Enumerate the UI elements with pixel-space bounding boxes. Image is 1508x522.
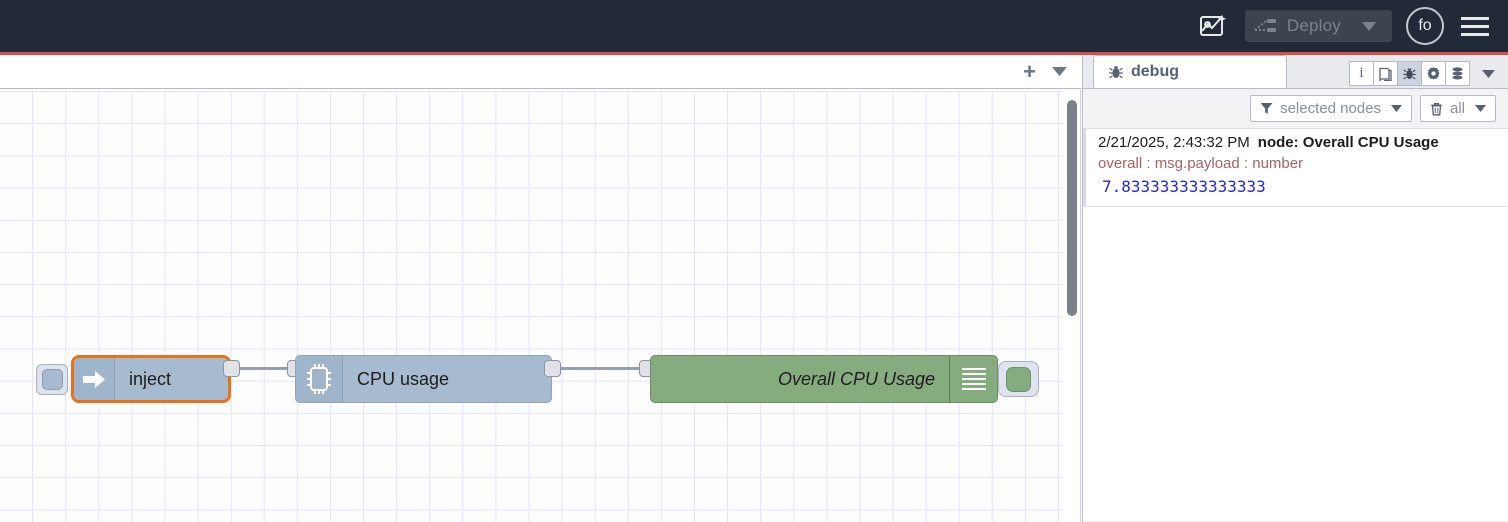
clear-all-filter-caret-icon[interactable]	[1475, 105, 1486, 112]
info-icon[interactable]: i	[1349, 61, 1374, 86]
funnel-icon	[1260, 102, 1273, 115]
book-icon[interactable]	[1373, 61, 1398, 86]
node-cpu-usage-label: CPU usage	[357, 368, 450, 389]
debug-message-timestamp: 2/21/2025, 2:43:32 PM	[1098, 134, 1250, 151]
debug-message-list[interactable]: 2/21/2025, 2:43:32 PM node: Overall CPU U…	[1083, 129, 1508, 521]
clear-all-filter[interactable]: all	[1419, 95, 1496, 122]
flow-list-caret-icon[interactable]	[1052, 67, 1067, 76]
deploy-label: Deploy	[1286, 16, 1341, 35]
debug-message-header: 2/21/2025, 2:43:32 PM node: Overall CPU U…	[1098, 133, 1500, 154]
debug-message[interactable]: 2/21/2025, 2:43:32 PM node: Overall CPU U…	[1083, 129, 1508, 208]
header-accent-bar	[0, 52, 1508, 55]
deploy-button[interactable]: Deploy	[1244, 10, 1392, 42]
port-cpu-output[interactable]	[544, 360, 561, 377]
sidebar-tools-caret-icon[interactable]	[1476, 61, 1500, 86]
node-overall-cpu-usage[interactable]: Overall CPU Usage	[650, 355, 998, 403]
node-inject[interactable]: inject	[71, 355, 231, 403]
trash-icon	[1430, 102, 1443, 116]
node-overall-cpu-usage-label: Overall CPU Usage	[777, 368, 935, 389]
tab-debug[interactable]: debug	[1093, 55, 1287, 88]
node-cpu-usage[interactable]: CPU usage	[295, 355, 552, 403]
debug-node-toggle-button[interactable]	[998, 361, 1039, 397]
flow-tabbar: +	[0, 55, 1081, 89]
sidebar-tool-buttons: i	[1349, 61, 1508, 88]
selected-nodes-filter[interactable]: selected nodes	[1250, 95, 1412, 122]
deploy-icon	[1253, 18, 1279, 34]
database-icon[interactable]	[1445, 61, 1470, 86]
app-header: Deploy fo	[0, 0, 1508, 52]
wire-cpu-to-debug	[561, 367, 650, 370]
deploy-dropdown-caret-icon[interactable]	[1357, 21, 1388, 31]
wire-inject-to-cpu	[240, 367, 296, 370]
debug-message-node: node: Overall CPU Usage	[1257, 134, 1439, 151]
hamburger-menu-icon[interactable]	[1458, 11, 1492, 41]
bug-icon[interactable]	[1397, 61, 1422, 86]
sidebar-tabrow: debug i	[1083, 55, 1508, 89]
canvas-scrollbar[interactable]	[1063, 90, 1081, 522]
clear-all-filter-label: all	[1449, 100, 1465, 117]
right-sidebar: debug i	[1082, 55, 1508, 522]
tab-debug-label: debug	[1131, 62, 1179, 80]
port-inject-output[interactable]	[223, 360, 240, 377]
debug-message-value: 7.833333333333333	[1102, 177, 1266, 197]
debug-toggle-square-icon	[1006, 366, 1031, 392]
inject-trigger-square-icon	[41, 369, 63, 390]
gear-icon[interactable]	[1421, 61, 1446, 86]
flow-sparkle-icon[interactable]	[1195, 9, 1231, 43]
add-flow-button[interactable]: +	[1023, 58, 1036, 84]
debug-lines-icon	[949, 356, 997, 402]
node-inject-label: inject	[129, 368, 172, 389]
flow-canvas[interactable]: inject CPU us	[0, 90, 1064, 522]
chip-icon	[296, 356, 343, 402]
canvas-scrollbar-thumb[interactable]	[1067, 100, 1077, 316]
avatar-label: fo	[1418, 17, 1432, 34]
debug-message-topic: overall : msg.payload : number	[1098, 154, 1304, 172]
selected-nodes-filter-label: selected nodes	[1280, 100, 1381, 117]
inject-trigger-button[interactable]	[36, 364, 68, 395]
debug-filter-row: selected nodes all	[1083, 89, 1508, 129]
bug-icon	[1108, 64, 1124, 80]
selected-nodes-filter-caret-icon[interactable]	[1390, 105, 1402, 112]
arrow-right-icon	[74, 358, 115, 400]
avatar[interactable]: fo	[1406, 7, 1444, 45]
